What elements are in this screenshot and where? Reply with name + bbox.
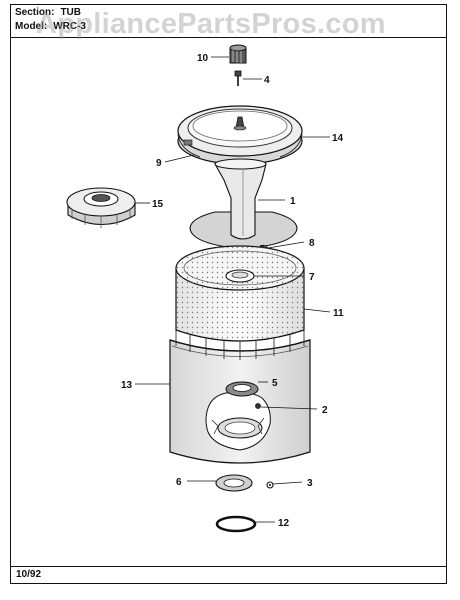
callout-3: 3 (272, 478, 313, 489)
callout-1-label: 1 (290, 196, 296, 207)
callout-2: 2 (260, 405, 328, 416)
callout-11: 11 (303, 308, 344, 319)
bolt-part (234, 70, 242, 86)
callout-11-label: 11 (333, 308, 344, 319)
callout-8-label: 8 (309, 238, 315, 249)
callout-1: 1 (258, 196, 296, 207)
callout-13-label: 13 (121, 380, 133, 391)
callout-4: 4 (243, 75, 270, 86)
agitator-cap-part (229, 44, 247, 64)
callout-13: 13 (121, 380, 170, 391)
callout-5-label: 5 (272, 378, 278, 389)
dispenser-part (66, 187, 136, 228)
section-line: Section: TUB (15, 7, 81, 18)
model-value: WRC-3 (53, 21, 86, 32)
callout-4-label: 4 (264, 75, 270, 86)
callout-14-label: 14 (332, 133, 344, 144)
seal-bolt-part (255, 403, 261, 409)
model-line: Model: WRC-3 (15, 21, 86, 32)
callout-7-label: 7 (309, 272, 315, 283)
callout-10: 10 (197, 53, 229, 64)
small-clip-part (266, 481, 274, 489)
callout-14: 14 (302, 133, 344, 144)
o-ring-part (215, 515, 257, 533)
callout-9: 9 (156, 154, 195, 169)
tub-ring-part (177, 105, 303, 165)
gasket-part (215, 474, 253, 492)
callout-5: 5 (258, 378, 278, 389)
callout-6: 6 (176, 477, 216, 488)
section-label: Section: (15, 7, 55, 18)
callout-12: 12 (255, 518, 290, 529)
hub-nut-part (225, 269, 255, 283)
callout-15-label: 15 (152, 199, 164, 210)
model-label: Model: (15, 21, 48, 32)
callout-12-label: 12 (278, 518, 290, 529)
section-value: TUB (60, 7, 82, 18)
agitator-part (189, 158, 298, 250)
callout-3-label: 3 (307, 478, 313, 489)
header-divider (10, 37, 447, 38)
callout-8: 8 (267, 238, 315, 249)
callout-7: 7 (254, 272, 315, 283)
callout-9-label: 9 (156, 158, 162, 169)
wash-basket-part (175, 245, 305, 342)
callout-10-label: 10 (197, 53, 209, 64)
revision-date: 10/92 (16, 569, 42, 580)
callout-2-label: 2 (322, 405, 328, 416)
callout-6-label: 6 (176, 477, 182, 488)
footer-divider (10, 566, 447, 567)
tub-seal-part (225, 381, 259, 397)
callout-15: 15 (135, 199, 164, 210)
outer-tub-part (169, 330, 311, 464)
